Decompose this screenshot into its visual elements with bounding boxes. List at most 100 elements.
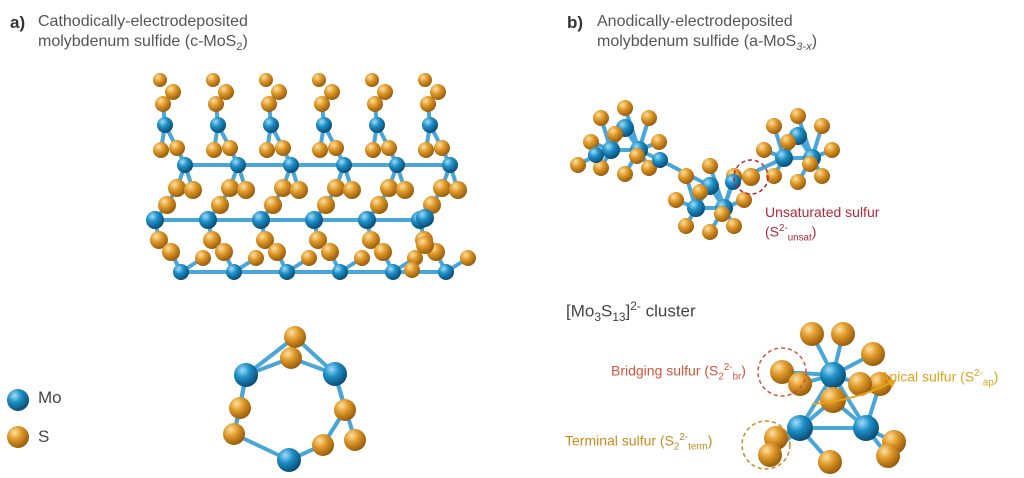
legend-mo-label: Mo xyxy=(38,388,62,407)
mo-atom xyxy=(252,211,270,229)
s-atom xyxy=(184,181,202,199)
s-atom xyxy=(678,168,694,184)
s-atom xyxy=(354,250,370,266)
s-atom xyxy=(434,140,450,156)
s-atom xyxy=(284,326,306,348)
mo-atom xyxy=(787,415,813,441)
highlight-rings xyxy=(733,159,807,470)
s-atom xyxy=(420,96,436,112)
s-atom xyxy=(162,243,180,261)
s-atom xyxy=(153,73,167,87)
s-atom xyxy=(702,224,718,240)
s-atom xyxy=(404,262,420,278)
s-atom xyxy=(770,360,794,384)
s-atom xyxy=(848,372,872,396)
unsaturated-sulfur-ring xyxy=(733,159,769,195)
s-atom xyxy=(381,140,397,156)
unsaturated-sulfur-label: Unsaturated sulfur xyxy=(765,204,880,220)
s-atom xyxy=(714,206,730,222)
s-atom xyxy=(264,196,282,214)
apical-arrow-head xyxy=(887,380,896,388)
s-atom xyxy=(168,179,186,197)
s-atom xyxy=(430,84,446,100)
mo-atom xyxy=(226,264,242,280)
cluster-title: [Mo3S13]2- cluster xyxy=(566,299,696,325)
atom-layer xyxy=(7,73,906,474)
s-atom xyxy=(334,399,356,421)
mo-atom xyxy=(305,211,323,229)
s-atom xyxy=(433,179,451,197)
mo-atom xyxy=(279,264,295,280)
mo-atom xyxy=(442,157,458,173)
mo-atom xyxy=(173,264,189,280)
legend-s-label: S xyxy=(38,427,50,446)
s-atom xyxy=(416,236,434,254)
s-atom xyxy=(229,397,251,419)
s-atom xyxy=(221,179,239,197)
s-atom xyxy=(678,218,694,234)
s-atom xyxy=(195,250,211,266)
mo-atom xyxy=(422,117,438,133)
s-atom xyxy=(570,157,586,173)
s-atom xyxy=(317,196,335,214)
mo-atom xyxy=(146,211,164,229)
apical-arrow xyxy=(811,379,897,405)
s-atom xyxy=(802,156,818,172)
s-atom xyxy=(668,192,684,208)
mo-atom xyxy=(277,448,301,472)
s-atom xyxy=(800,322,824,346)
s-atom xyxy=(831,322,855,346)
s-atom xyxy=(153,142,169,158)
s-atom xyxy=(702,158,718,174)
s-atom xyxy=(365,73,379,87)
s-atom xyxy=(237,181,255,199)
s-atom xyxy=(274,179,292,197)
s-atom xyxy=(165,84,181,100)
s-atom xyxy=(309,231,327,249)
s-atom xyxy=(692,184,708,200)
s-atom xyxy=(343,181,361,199)
s-atom xyxy=(418,142,434,158)
s-atom xyxy=(290,181,308,199)
mo-atom xyxy=(389,157,405,173)
s-atom xyxy=(344,429,366,451)
s-atom xyxy=(824,142,840,158)
s-atom xyxy=(155,96,171,112)
s-atom xyxy=(418,73,432,87)
s-atom xyxy=(327,179,345,197)
s-atom xyxy=(617,166,633,182)
panel-b-title-line2: molybdenum sulfide (a-MoS3-x) xyxy=(597,33,818,54)
s-atom xyxy=(593,160,609,176)
s-atom xyxy=(312,73,326,87)
s-atom xyxy=(641,110,657,126)
mo-atom xyxy=(588,147,604,163)
mo-atom xyxy=(725,174,741,190)
s-atom xyxy=(460,250,476,266)
panel-b-letter: b) xyxy=(567,13,584,32)
unsaturated-sulfur-atom xyxy=(742,168,760,186)
mo-atom xyxy=(820,362,846,388)
terminal-sulfur-ring xyxy=(741,420,791,470)
s-atom xyxy=(261,96,277,112)
s-atom xyxy=(374,243,392,261)
s-atom xyxy=(328,140,344,156)
s-atom xyxy=(223,423,245,445)
s-atom xyxy=(362,231,380,249)
mo-atom xyxy=(369,117,385,133)
bridging-sulfur-label: Bridging sulfur (S22-br) xyxy=(611,362,746,383)
s-atom xyxy=(271,84,287,100)
s-atom xyxy=(726,218,742,234)
s-atom xyxy=(222,140,238,156)
legend-s-icon xyxy=(7,426,29,448)
mo-atom xyxy=(416,209,434,227)
s-atom xyxy=(324,84,340,100)
s-atom xyxy=(215,243,233,261)
mo-atom xyxy=(210,117,226,133)
terminal-sulfur-label: Terminal sulfur (S22-term) xyxy=(565,432,713,453)
s-atom xyxy=(607,126,623,142)
mo-atom xyxy=(263,117,279,133)
s-atom xyxy=(407,250,423,266)
mo-atom xyxy=(199,211,217,229)
s-atom xyxy=(788,372,812,396)
